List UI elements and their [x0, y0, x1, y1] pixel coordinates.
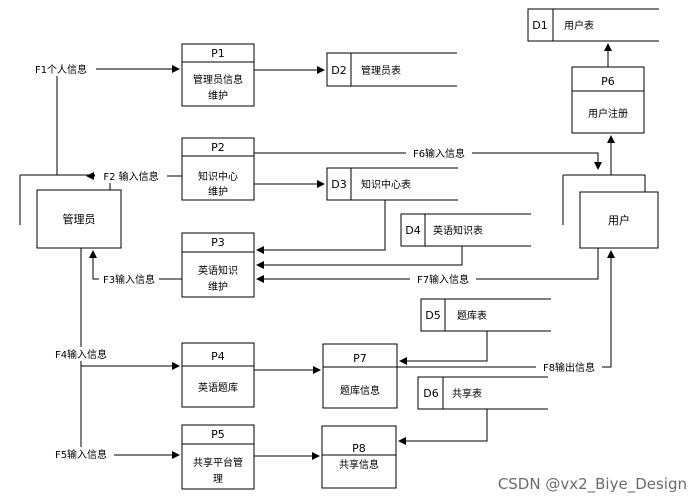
process-p5-name-line1: 共享平台管 [193, 456, 243, 469]
store-d1: D1 用户表 [527, 8, 659, 42]
process-p8-id: P8 [352, 442, 366, 455]
flow-f7: F7输入信息 [256, 248, 599, 286]
flow-f6-label: F6输入信息 [413, 147, 465, 160]
process-p7: P7 题库信息 [322, 343, 398, 409]
process-p3-name-line2: 维护 [208, 280, 228, 293]
flow-f6: F6输入信息 [254, 146, 602, 170]
flow-f8-label: F8输出信息 [543, 361, 595, 374]
entity-user: 用户 [562, 174, 659, 249]
store-d5-id: D5 [425, 309, 440, 322]
store-d6: D6 共享表 [417, 376, 548, 410]
process-p8-name-line1: 共享信息 [339, 458, 379, 471]
process-p4: P4 英语题库 [181, 342, 255, 408]
store-d6-id: D6 [423, 387, 438, 400]
process-p2-id: P2 [211, 141, 225, 154]
entity-user-label: 用户 [608, 213, 630, 227]
store-d5: D5 题库表 [420, 298, 551, 332]
store-d6-name: 共享表 [452, 387, 482, 400]
store-d5-name: 题库表 [457, 309, 487, 322]
store-d2-id: D2 [331, 64, 346, 77]
process-p3-name-line1: 英语知识 [198, 264, 238, 277]
process-p4-id: P4 [211, 350, 225, 363]
entity-admin-label: 管理员 [63, 212, 96, 226]
flow-f5-label: F5输入信息 [55, 448, 107, 461]
flow-f8: F8输出信息 [397, 250, 615, 374]
store-d3-id: D3 [331, 178, 346, 191]
store-d3: D3 知识中心表 [326, 167, 458, 201]
flow-f1-label: F1个人信息 [35, 63, 87, 76]
store-d4-name: 英语知识表 [433, 224, 483, 237]
process-p6: P6 用户注册 [571, 66, 645, 134]
process-p7-name-line1: 题库信息 [340, 384, 380, 397]
flow-f7-label: F7输入信息 [417, 273, 469, 286]
process-p3: P3 英语知识 维护 [181, 232, 255, 298]
flow-f2: F2 输入信息 [86, 169, 182, 183]
process-p5-name-line2: 理 [213, 473, 223, 485]
store-d4-id: D4 [405, 224, 420, 237]
flow-f3-label: F3输入信息 [103, 273, 155, 286]
flow-f2-label: F2 输入信息 [103, 170, 158, 183]
store-d1-name: 用户表 [564, 19, 594, 32]
process-p1: P1 管理员信息 维护 [181, 43, 255, 107]
process-p2-name-line1: 知识中心 [198, 170, 238, 183]
process-p1-name-line1: 管理员信息 [193, 73, 243, 86]
flow-d6-to-p8 [398, 409, 488, 445]
process-p1-id: P1 [211, 47, 225, 60]
process-p5-id: P5 [211, 428, 225, 441]
store-d3-name: 知识中心表 [361, 178, 411, 191]
store-d1-id: D1 [532, 19, 547, 32]
process-p1-name-line2: 维护 [208, 89, 228, 102]
process-p6-name-line1: 用户注册 [588, 107, 628, 120]
flow-f1: F1个人信息 [26, 61, 180, 175]
flow-d3-to-p3 [256, 200, 386, 254]
flow-f3: F3输入信息 [89, 250, 182, 286]
store-d4: D4 英语知识表 [400, 213, 531, 247]
process-p4-name-line1: 英语题库 [198, 381, 238, 394]
store-d2-name: 管理员表 [361, 64, 401, 77]
process-p2-name-line2: 维护 [208, 185, 228, 198]
flow-d4-to-p3 [256, 246, 463, 269]
flow-f4-label: F4输入信息 [55, 348, 107, 361]
process-p8: P8 共享信息 [321, 425, 397, 489]
store-d2: D2 管理员表 [326, 52, 457, 87]
flow-f5: F5输入信息 [48, 366, 180, 461]
flow-f4: F4输入信息 [48, 248, 180, 370]
process-p3-id: P3 [211, 236, 225, 249]
flow-d5-to-p7 [399, 331, 488, 365]
process-p7-id: P7 [353, 352, 367, 365]
watermark: CSDN @vx2_Biye_Design [498, 475, 687, 494]
process-p5: P5 共享平台管 理 [181, 424, 255, 490]
process-p2: P2 知识中心 维护 [181, 137, 255, 201]
entity-admin: 管理员 [19, 174, 122, 249]
process-p6-id: P6 [601, 75, 615, 88]
